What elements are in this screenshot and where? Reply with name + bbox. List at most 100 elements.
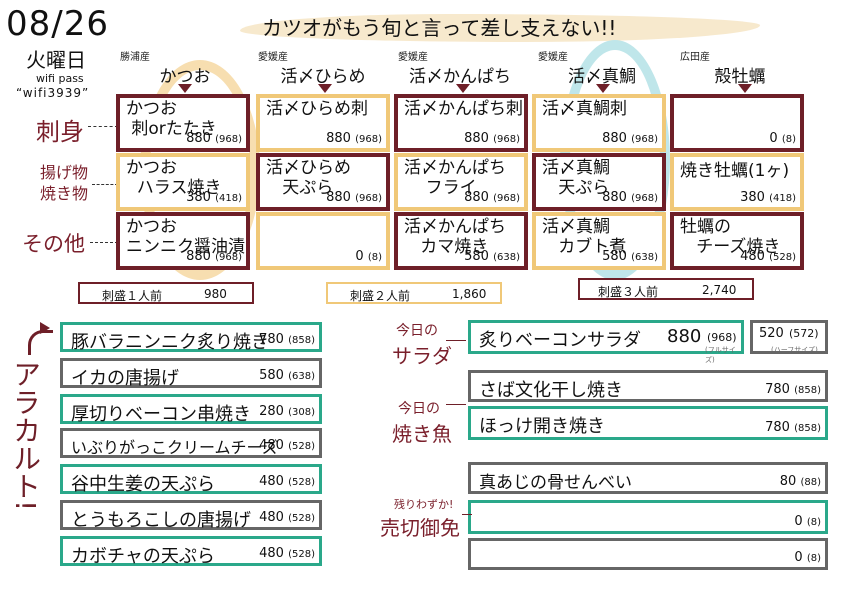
item-price: 880 (968) [464,131,520,146]
item-name: 谷中生姜の天ぷら [71,474,215,495]
alacarte-item: 厚切りベーコン串焼き 280 (308) [60,394,322,425]
item-price: 580 (638) [464,249,520,264]
item-price: 780 (858) [259,332,315,347]
item-name: 牡蠣の チーズ焼き [680,217,781,257]
row-pointer-line [90,242,118,243]
combo-price: 1,860 [452,287,487,301]
item-price: 880 (968) [464,190,520,205]
item-tax: (572) [789,327,819,340]
item-price: 480 (528) [259,474,315,489]
origin-col-4: 愛媛産 [538,52,568,63]
item-name: かつお ニンニク醤油漬 [126,217,245,257]
combo-2-person: 刺盛２人前 1,860 [326,282,502,304]
item-name: カボチャの天ぷら [71,546,215,567]
grilled-item: ほっけ開き焼き 780 (858) [468,406,828,440]
alacarte-item: カボチャの天ぷら 480 (528) [60,536,322,567]
menu-cell: かつお ハラス焼き 380 (418) [116,153,250,211]
origin-col-5: 広田産 [680,52,710,63]
fish-col-4: 活〆真鯛 [568,67,636,87]
item-name: とうもろこしの唐揚げ [71,510,251,531]
item-name: 活〆真鯛 天ぷら [542,158,610,198]
item-price: 0 (8) [794,550,821,565]
origin-col-1: 勝浦産 [120,52,150,63]
wifi-pass: “wifi3939” [16,86,90,100]
alacarte-item: 豚バラニンニク炙り焼き 780 (858) [60,322,322,353]
item-price: 880 (968) [186,131,242,146]
item-price: 480 (528) [740,249,796,264]
section-pointer-line [446,340,466,341]
item-price: 380 (418) [740,190,796,205]
item-name: ほっけ開き焼き [479,416,605,437]
item-price: 0 (8) [769,131,796,146]
item-name: 真あじの骨せんべい [479,473,632,493]
menu-cell: 活〆ひらめ刺 880 (968) [256,94,390,152]
item-price: 780 (858) [765,382,821,397]
item-price: 480 (528) [259,510,315,525]
arrow-down-icon [318,84,332,93]
item-price: 0 (8) [355,249,382,264]
item-price: 80 (88) [779,474,821,489]
item-name: 活〆ひらめ刺 [266,99,368,119]
arrow-down-icon [596,84,610,93]
alacarte-label: アラカルト! [9,360,42,512]
menu-cell: 活〆真鯛刺 880 (968) [532,94,666,152]
row-label-other: その他 [22,232,85,256]
date: 08/26 [6,4,109,44]
origin-col-3: 愛媛産 [398,52,428,63]
item-price: 580 (638) [602,249,658,264]
item-name: 活〆かんぱち刺 [404,99,523,119]
item-price: 280 (308) [259,404,315,419]
menu-cell: 活〆ひらめ 天ぷら 880 (968) [256,153,390,211]
item-name: 活〆かんぱち フライ [404,158,506,198]
item-name: かつお ハラス焼き [126,158,222,198]
grilled-item: さば文化干し焼き 780 (858) [468,370,828,402]
alacarte-arrowhead-icon [40,322,50,334]
fish-col-3: 活〆かんぱち [409,67,511,87]
item-name: 活〆ひらめ 天ぷら [266,158,351,198]
size-note: (ハーフサイズ) [771,346,818,354]
menu-cell: 牡蠣の チーズ焼き 480 (528) [670,212,804,270]
combo-label: 刺盛１人前 [102,289,163,303]
weekday: 火曜日 [26,48,86,72]
item-name: 厚切りベーコン串焼き [71,404,251,425]
combo-3-person: 刺盛３人前 2,740 [578,278,754,300]
salad-item: 炙りベーコンサラダ 880 (968) (フルサイズ) [468,320,744,364]
salad-label-small: 今日の [396,323,438,339]
menu-cell: かつお ニンニク醤油漬 880 (968) [116,212,250,270]
salad-label: サラダ [392,344,452,368]
item-name: さば文化干し焼き [479,380,623,401]
item-price: 0 (8) [794,514,821,529]
item-price: 880 (968) [326,131,382,146]
row-label-fried-grilled: 揚げ物 焼き物 [39,163,88,203]
arrow-down-icon [178,84,192,93]
fish-col-1: かつお [159,67,211,87]
item-price: 880 (968) [186,249,242,264]
item-name: 活〆真鯛 カブト煮 [542,217,627,257]
item-price: 880 (968) [602,190,658,205]
item-name: 活〆かんぱち カマ焼き [404,217,506,257]
salad-half-item: 520 (572) (ハーフサイズ) [750,320,828,354]
alacarte-item: イカの唐揚げ 580 (638) [60,358,322,389]
menu-cell: 活〆真鯛 天ぷら 880 (968) [532,153,666,211]
combo-price: 2,740 [702,283,737,297]
arrow-down-icon [456,84,470,93]
item-price: 880 (968) [326,190,382,205]
item-name: かつお 刺orたたき [126,99,217,139]
header-brush-stroke [240,14,760,42]
soldout-item: 真あじの骨せんべい 80 (88) [468,462,828,494]
origin-col-2: 愛媛産 [258,52,288,63]
row-label-sashimi: 刺身 [36,118,84,146]
soldout-item: 0 (8) [468,538,828,570]
grilled-label-small: 今日の [398,401,440,417]
menu-cell: 0 (8) [256,212,390,270]
alacarte-item: いぶりがっこクリームチーズ 480 (528) [60,428,322,458]
item-price: 780 (858) [765,420,821,435]
item-name: イカの唐揚げ [71,368,179,389]
soldout-label: 売切御免 [380,516,460,540]
row-pointer-line [88,126,118,127]
combo-label: 刺盛２人前 [350,289,411,303]
menu-cell: 0 (8) [670,94,804,152]
menu-cell: 活〆真鯛 カブト煮 580 (638) [532,212,666,270]
section-pointer-line [446,404,466,405]
item-price: 580 (638) [259,368,315,383]
